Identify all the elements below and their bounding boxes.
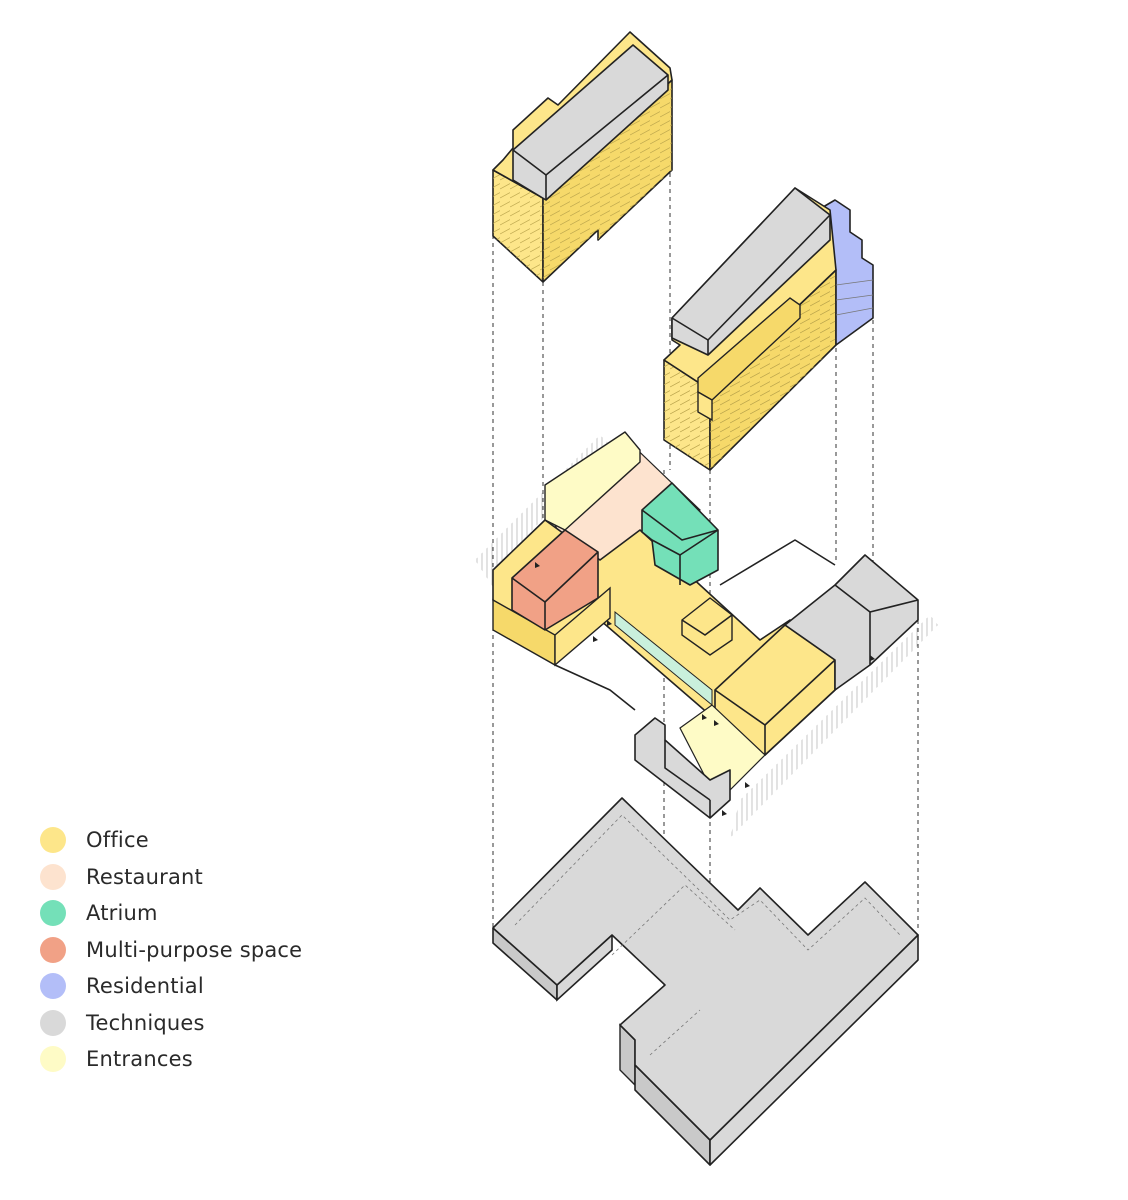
- entrance-marker: [607, 620, 612, 626]
- west-tower-technical-roof: [512, 44, 669, 201]
- entrance-marker: [870, 655, 875, 661]
- multipurpose-box: [511, 529, 599, 631]
- entrance-marker: [745, 782, 750, 788]
- legend-swatch-entrances: [40, 1046, 66, 1073]
- legend-swatch-office: [40, 827, 66, 854]
- legend-item-atrium: Atrium: [40, 895, 302, 932]
- legend-label: Techniques: [86, 1010, 205, 1035]
- legend-item-entrances: Entrances: [40, 1041, 302, 1078]
- legend-label: Office: [86, 828, 149, 853]
- podium-level: [475, 431, 938, 838]
- office-podium-front-mid: [554, 586, 611, 667]
- legend-item-restaurant: Restaurant: [40, 859, 302, 896]
- basement-top: [492, 797, 919, 1141]
- west-tower-front-floors: [493, 170, 543, 282]
- techniques-east-block: [784, 554, 919, 691]
- legend-label: Multi-purpose space: [86, 937, 303, 962]
- legend-swatch-techniques: [40, 1009, 66, 1036]
- legend-swatch-residential: [40, 973, 66, 1000]
- legend-item-multipurpose: Multi-purpose space: [40, 932, 302, 969]
- entrance-marker: [593, 636, 598, 642]
- legend-item-residential: Residential: [40, 968, 302, 1005]
- west-tower-side-floors: [543, 80, 672, 282]
- atrium-volume: [641, 482, 719, 586]
- podium-hatch-east: [730, 615, 938, 838]
- legend-label: Atrium: [86, 901, 158, 926]
- legend-item-office: Office: [40, 822, 302, 859]
- legend: Office Restaurant Atrium Multi-purpose s…: [40, 822, 302, 1078]
- entrance-marker: [722, 810, 727, 816]
- office-small-box: [681, 597, 733, 656]
- entrance-marker: [702, 714, 707, 720]
- legend-item-techniques: Techniques: [40, 1005, 302, 1042]
- legend-label: Restaurant: [86, 864, 203, 889]
- basement-slab: [492, 797, 919, 1166]
- legend-label: Entrances: [86, 1047, 193, 1072]
- east-tower-notch: [697, 390, 713, 422]
- west-tower-block: [492, 31, 673, 283]
- east-tower-block: [663, 187, 874, 471]
- east-tower-side-floors: [710, 270, 836, 470]
- legend-label: Residential: [86, 974, 204, 999]
- legend-swatch-multipurpose: [40, 936, 66, 963]
- east-tower-technical-roof: [671, 187, 831, 356]
- entrance-marker: [714, 720, 719, 726]
- legend-swatch-atrium: [40, 900, 66, 927]
- entrance-marker: [535, 562, 540, 568]
- legend-swatch-restaurant: [40, 863, 66, 890]
- techniques-south-block: [634, 717, 731, 819]
